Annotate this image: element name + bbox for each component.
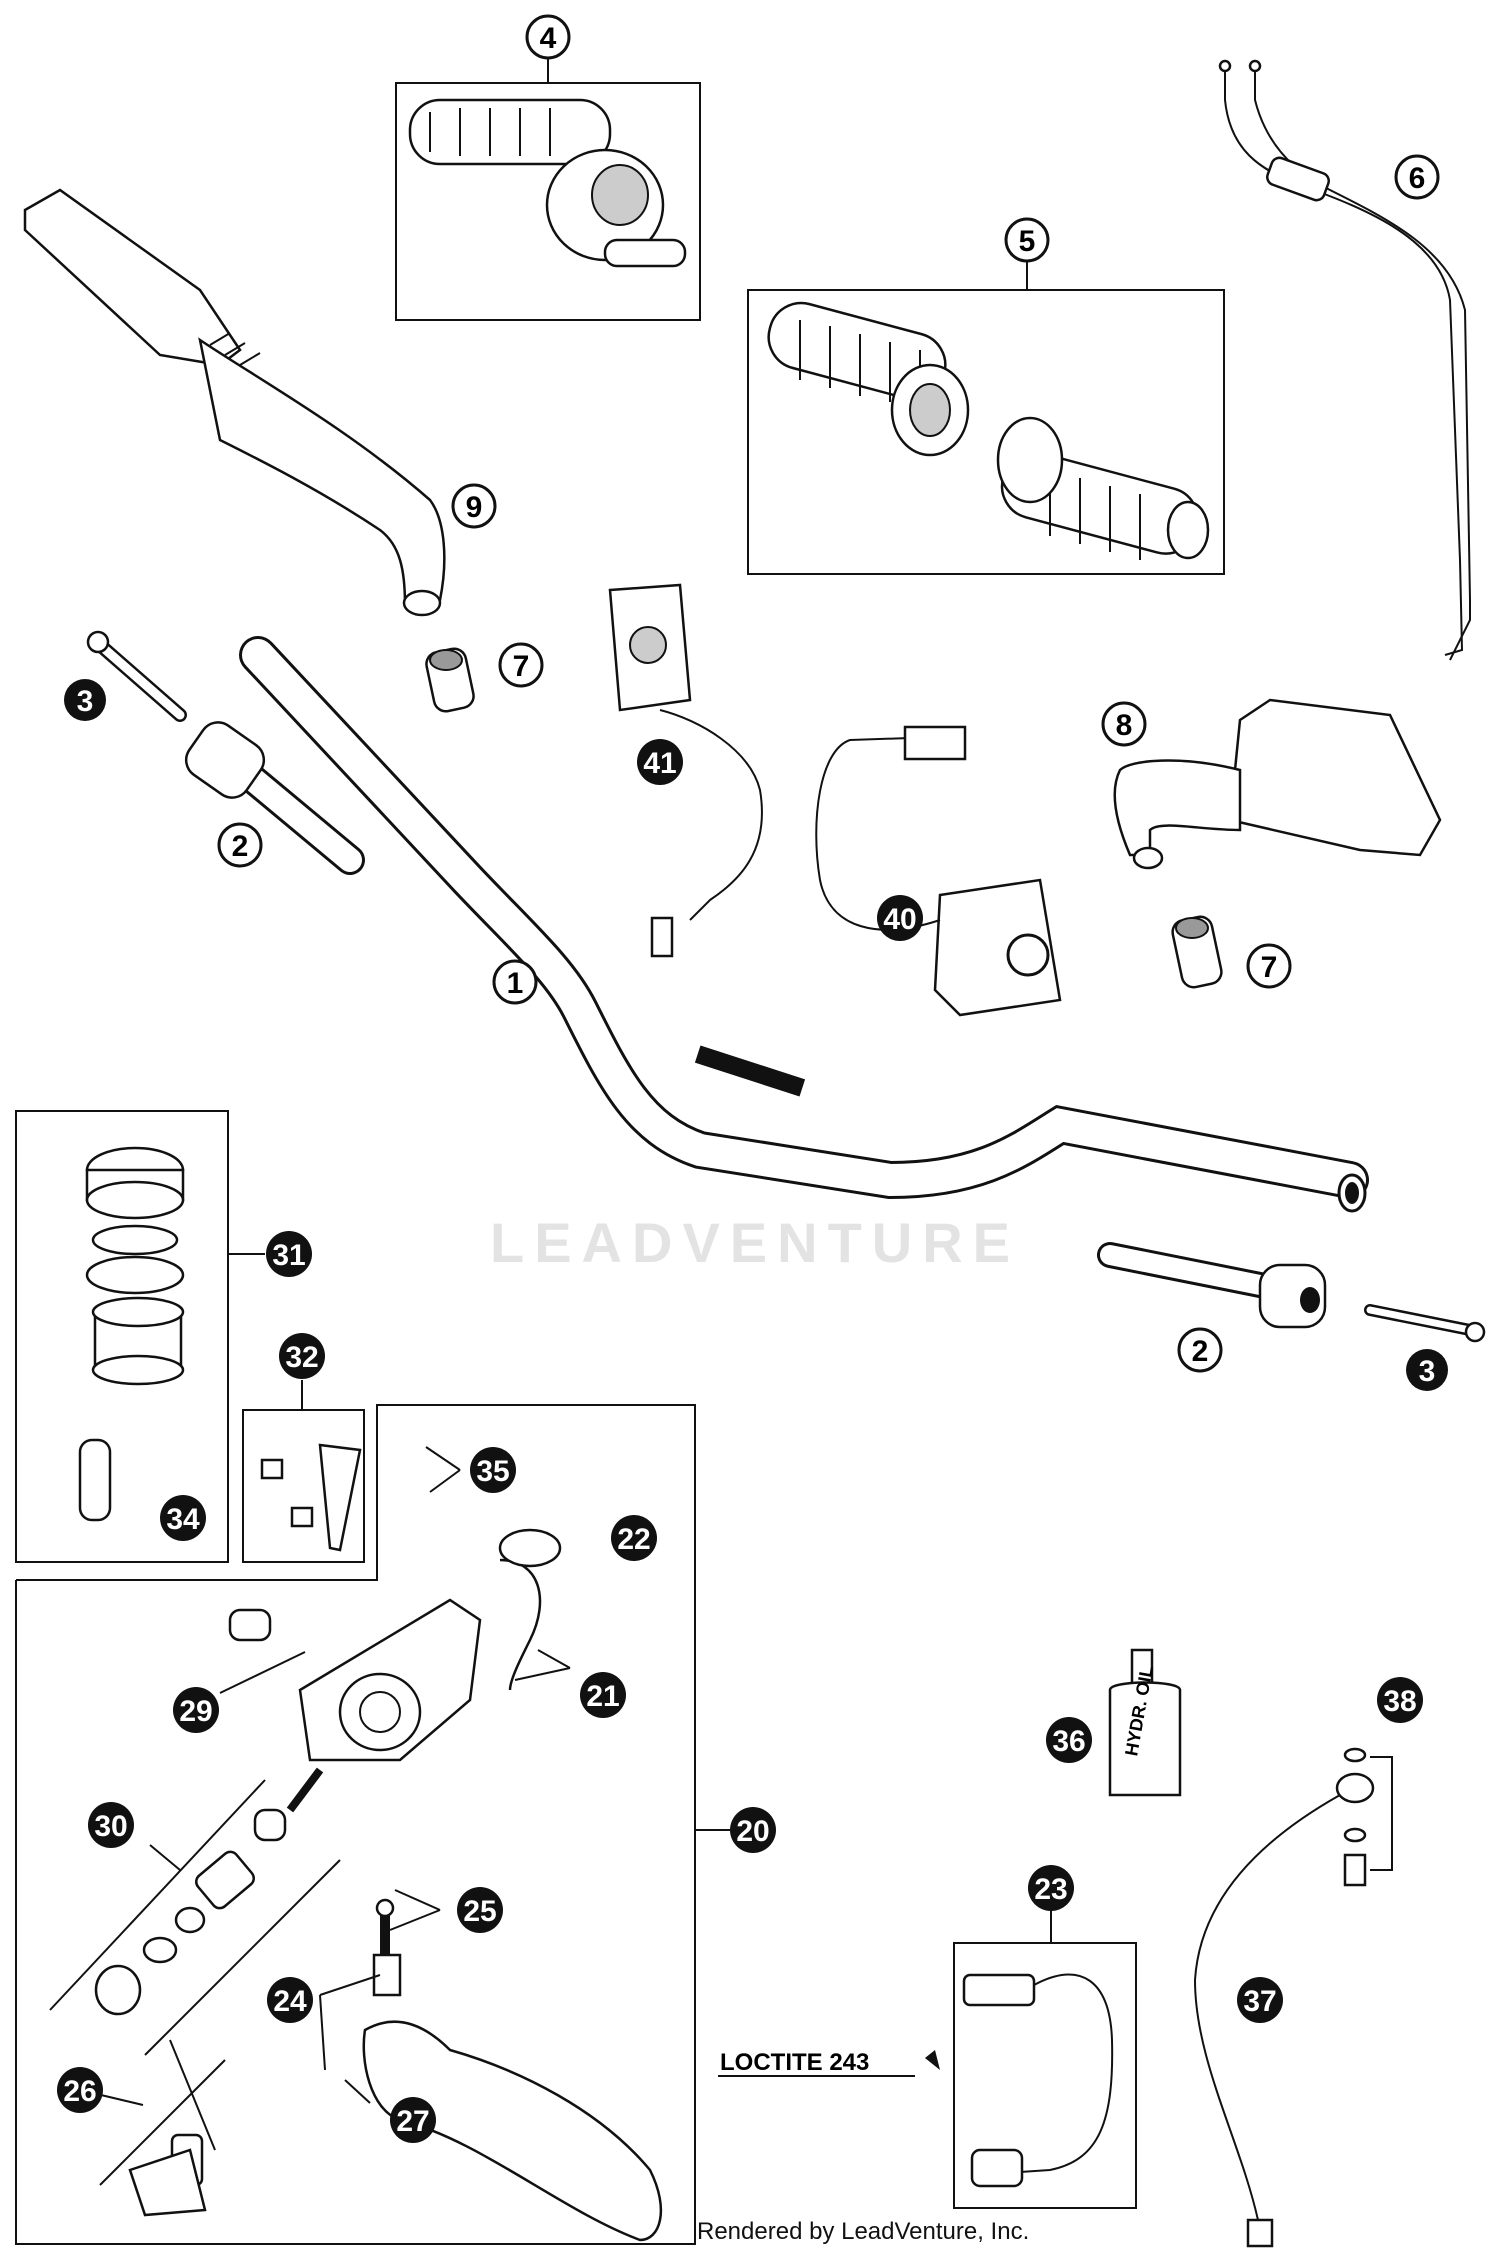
svg-text:5: 5 (1019, 225, 1036, 258)
callout-9: 9 (451, 483, 497, 529)
callout-24: 24 (267, 1977, 313, 2023)
mirror-right (1113, 698, 1442, 870)
callout-8: 8 (1101, 701, 1147, 747)
box-clutch-20 (15, 1404, 696, 2245)
bar-end-weight-left (425, 647, 475, 713)
grip-set (767, 301, 1210, 560)
box-reservoir-31 (15, 1110, 229, 1563)
svg-text:24: 24 (273, 1985, 307, 2018)
brake-line (1193, 1772, 1375, 2248)
svg-text:1: 1 (507, 967, 524, 1000)
watermark: LEADVENTURE (490, 1211, 1020, 1274)
callout-3b: 3 (1406, 1349, 1448, 1391)
throttle-grip (408, 98, 687, 268)
callout-35: 35 (470, 1447, 516, 1493)
callout-30: 30 (88, 1802, 134, 1848)
mirror-left (23, 188, 446, 617)
footer-credit: Rendered by LeadVenture, Inc. (697, 2218, 1030, 2245)
svg-text:37: 37 (1243, 1985, 1276, 2018)
svg-text:4: 4 (540, 22, 557, 55)
bolt-left (86, 630, 187, 722)
lever-pivot-set (99, 2039, 226, 2217)
svg-text:38: 38 (1383, 1685, 1416, 1718)
clutch-master-cylinder (228, 1528, 562, 1762)
svg-text:27: 27 (396, 2105, 429, 2138)
svg-text:2: 2 (232, 830, 249, 863)
svg-text:21: 21 (586, 1680, 619, 1713)
callout-31: 31 (266, 1231, 312, 1277)
svg-text:9: 9 (466, 491, 483, 524)
svg-text:2: 2 (1192, 1335, 1209, 1368)
handlebar (239, 636, 1369, 1213)
callout-38: 38 (1377, 1677, 1423, 1723)
svg-text:3: 3 (1419, 1355, 1436, 1388)
switch-41 (608, 583, 763, 958)
callout-4: 4 (525, 14, 571, 60)
bar-end-tube-right (1097, 1242, 1327, 1329)
box-bracket-32 (242, 1409, 365, 1563)
callout-27: 27 (390, 2097, 436, 2143)
throttle-cables (1218, 59, 1471, 661)
callout-26: 26 (57, 2067, 103, 2113)
bolt-right (1364, 1304, 1486, 1343)
switch-40 (815, 725, 1062, 1017)
brake-light-switch (718, 1973, 1114, 2188)
banjo-hardware (1343, 1747, 1393, 1887)
callout-3a: 3 (64, 679, 106, 721)
loctite-label: LOCTITE 243 (720, 2049, 869, 2076)
callout-1: 1 (492, 959, 538, 1005)
callout-2a: 2 (217, 822, 263, 868)
svg-text:7: 7 (1261, 951, 1278, 984)
svg-text:35: 35 (476, 1455, 509, 1488)
callout-22: 22 (611, 1515, 657, 1561)
callouts: 4 5 6 9 7 3 2 41 8 40 7 1 31 2 3 32 34 3… (57, 14, 1448, 2143)
brake-reservoir (78, 1146, 185, 1522)
svg-text:7: 7 (513, 650, 530, 683)
svg-text:23: 23 (1034, 1873, 1067, 1906)
piston-kit (49, 1767, 341, 2056)
callout-7a: 7 (498, 642, 544, 688)
svg-text:31: 31 (272, 1239, 305, 1272)
callout-2b: 2 (1177, 1327, 1223, 1373)
svg-text:26: 26 (63, 2075, 96, 2108)
svg-text:3: 3 (77, 685, 94, 718)
callout-37: 37 (1237, 1977, 1283, 2023)
svg-text:29: 29 (179, 1695, 212, 1728)
callout-32: 32 (279, 1333, 325, 1379)
callout-23: 23 (1028, 1865, 1074, 1911)
svg-text:32: 32 (285, 1341, 318, 1374)
callout-7b: 7 (1246, 943, 1292, 989)
callout-40: 40 (877, 895, 923, 941)
svg-text:30: 30 (94, 1810, 127, 1843)
hose-bracket (260, 1443, 362, 1552)
svg-text:6: 6 (1409, 162, 1426, 195)
svg-text:34: 34 (166, 1503, 200, 1536)
callout-20: 20 (730, 1807, 776, 1853)
callout-6: 6 (1394, 154, 1440, 200)
svg-text:25: 25 (463, 1895, 496, 1928)
box-switch-23 (953, 1942, 1137, 2209)
svg-text:41: 41 (643, 747, 676, 780)
leader-lines (79, 56, 1052, 2106)
svg-text:8: 8 (1116, 709, 1133, 742)
callout-25: 25 (457, 1887, 503, 1933)
bar-end-weight-right (1171, 915, 1223, 989)
callout-29: 29 (173, 1687, 219, 1733)
svg-text:22: 22 (617, 1523, 650, 1556)
bar-end-tube-left (184, 721, 365, 875)
callout-36: 36 (1046, 1717, 1092, 1763)
callout-21: 21 (580, 1672, 626, 1718)
hydraulic-oil-bottle: HYDR. OIL (1108, 1648, 1182, 1797)
callout-5: 5 (1004, 217, 1050, 263)
svg-text:20: 20 (736, 1815, 769, 1848)
svg-text:36: 36 (1052, 1725, 1085, 1758)
box-grips-5 (747, 289, 1225, 575)
clutch-lever (362, 1898, 663, 2242)
callout-41: 41 (637, 739, 683, 785)
callout-34: 34 (160, 1495, 206, 1541)
svg-text:40: 40 (883, 903, 916, 936)
